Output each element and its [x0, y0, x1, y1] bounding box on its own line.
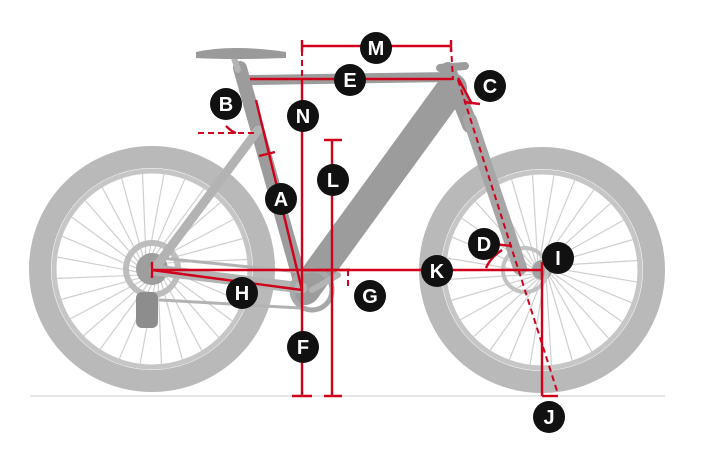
label-m-badge: M [360, 32, 392, 64]
svg-text:F: F [297, 337, 309, 359]
svg-text:J: J [543, 407, 554, 429]
label-badges: M E C B N L A D [210, 32, 574, 433]
label-j-badge: J [533, 401, 565, 433]
svg-text:B: B [219, 94, 233, 116]
svg-text:A: A [274, 189, 288, 211]
label-l-badge: L [317, 164, 349, 196]
label-b-badge: B [210, 88, 242, 120]
spoke [547, 277, 574, 362]
svg-text:K: K [430, 261, 445, 283]
svg-text:C: C [483, 76, 497, 98]
label-d-badge: D [468, 228, 500, 260]
svg-text:D: D [477, 234, 491, 256]
svg-text:L: L [327, 170, 339, 192]
label-h-badge: H [226, 277, 258, 309]
label-n-badge: N [287, 100, 319, 132]
svg-text:M: M [368, 38, 385, 60]
label-a-badge: A [265, 183, 297, 215]
svg-text:E: E [343, 70, 356, 92]
spoke [472, 278, 539, 338]
rear-wheel [29, 146, 275, 392]
label-f-badge: F [287, 331, 319, 363]
spoke [551, 271, 623, 323]
spoke [550, 273, 610, 340]
label-g-badge: G [354, 280, 386, 312]
svg-text:I: I [555, 248, 561, 270]
spoke [459, 277, 537, 321]
svg-text:G: G [362, 286, 378, 308]
svg-text:H: H [235, 283, 249, 305]
spoke [531, 174, 539, 262]
spoke [549, 275, 593, 353]
label-i-badge: I [542, 242, 574, 274]
spoke [551, 269, 633, 304]
spoke [539, 174, 555, 261]
label-c-badge: C [474, 70, 506, 102]
spoke [545, 278, 553, 366]
label-k-badge: K [421, 255, 453, 287]
spoke [450, 275, 535, 302]
spoke [508, 279, 543, 361]
label-e-badge: E [334, 64, 366, 96]
svg-text:N: N [296, 106, 310, 128]
spoke [446, 273, 534, 281]
measure-h [151, 268, 303, 292]
measure-c [456, 77, 474, 105]
